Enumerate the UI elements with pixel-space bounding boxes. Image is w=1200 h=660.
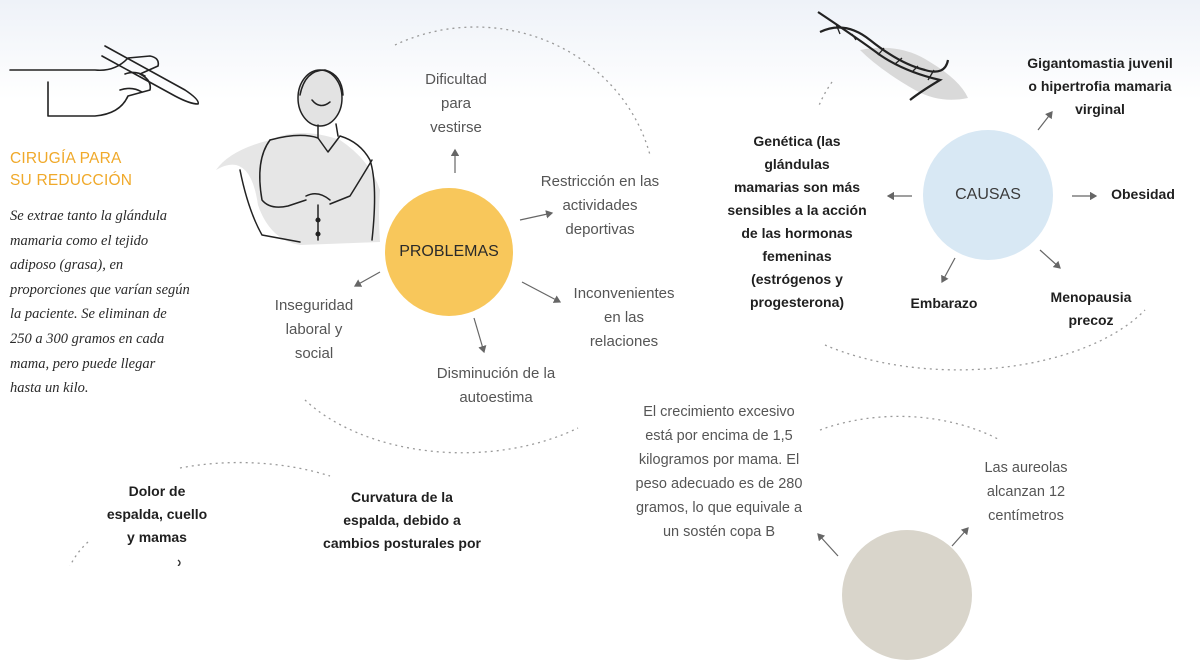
problem-item-relaciones: Inconvenientes en las relaciones: [573, 285, 675, 350]
surgery-description: Se extrae tanto la glándula mamaria como…: [10, 208, 190, 397]
size-item-crecimiento: El crecimiento excesivo está por encima …: [635, 404, 803, 540]
problems-arc-top: [394, 26, 651, 156]
arrow-gigantomastia: [1037, 111, 1053, 131]
arrow-dolor: [177, 559, 181, 566]
problem-item-autoestima: Disminución de la autoestima: [436, 365, 556, 406]
arrow-aureolas: [951, 527, 969, 547]
cause-item-embarazo: Embarazo: [910, 295, 978, 311]
surgery-heading: CIRUGÍA PARA SU REDUCCIÓN: [10, 150, 133, 189]
symptom-item-curvatura: Curvatura de la espalda, debido a cambio…: [323, 489, 481, 551]
cause-item-gigantomastia: Gigantomastia juvenil o hipertrofia mama…: [1027, 55, 1173, 117]
arrow-inseguridad: [353, 271, 381, 287]
problem-item-vestirse: Dificultad para vestirse: [425, 71, 487, 136]
arrow-menopausia: [1039, 249, 1061, 269]
arrow-relaciones: [521, 281, 562, 303]
size-arc: [819, 415, 1001, 441]
problems-arc-bottom: [304, 399, 579, 454]
arrow-crecimiento: [817, 533, 839, 557]
symptoms-arc: [179, 461, 331, 477]
size-circle: [842, 530, 972, 660]
scalpel-hand-illustration: [9, 45, 200, 117]
woman-illustration: [216, 69, 380, 245]
problems-circle: PROBLEMAS: [385, 188, 513, 316]
arrow-embarazo: [941, 257, 956, 284]
diagram-lines: [9, 11, 1146, 566]
symptom-item-dolor: Dolor de espalda, cuello y mamas: [106, 483, 208, 545]
causes-arc-top: [817, 81, 833, 109]
cause-item-obesidad: Obesidad: [1111, 186, 1175, 202]
size-item-aureolas: Las aureolas alcanzan 12 centímetros: [984, 460, 1068, 524]
arrow-deportivas: [519, 210, 554, 221]
causes-title: CAUSAS: [955, 186, 1021, 203]
arrow-autoestima: [473, 317, 487, 354]
cause-item-genetica: Genética (las glándulas mamarias son más…: [727, 133, 867, 310]
symptoms-arc-left: [69, 541, 89, 566]
causes-circle: CAUSAS: [923, 130, 1053, 260]
problem-item-deportivas: Restricción en las actividades deportiva…: [540, 173, 660, 238]
dna-illustration: [817, 11, 968, 101]
header-background: [0, 0, 1200, 100]
cause-item-menopausia: Menopausia precoz: [1050, 289, 1132, 328]
problem-item-inseguridad: Inseguridad laboral y social: [274, 297, 354, 362]
causes-arc-bottom: [824, 309, 1146, 371]
problems-title: PROBLEMAS: [399, 243, 499, 260]
